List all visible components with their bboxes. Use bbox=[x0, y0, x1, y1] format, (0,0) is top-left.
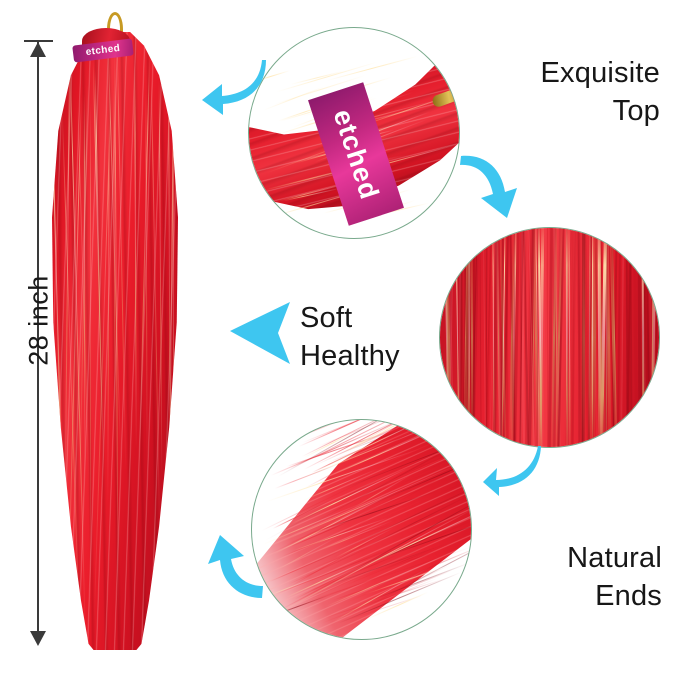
arrow-texture-to-ends-icon bbox=[483, 446, 541, 496]
feature-label-natural-line2: Ends bbox=[595, 579, 662, 612]
bundle-body bbox=[52, 32, 178, 650]
feature-label-soft-line1: Soft bbox=[300, 302, 353, 334]
feature-label-soft-healthy: Soft Healthy bbox=[300, 300, 490, 375]
ruler-arrow-down-icon bbox=[30, 631, 46, 646]
ruler-arrow-up-icon bbox=[30, 42, 46, 57]
feature-label-natural-line1: Natural bbox=[567, 542, 662, 574]
callout-circle-soft-healthy bbox=[439, 227, 660, 448]
circle-ends-hair bbox=[251, 419, 472, 640]
ruler-top-tick bbox=[24, 40, 53, 42]
arrow-top-to-texture-icon bbox=[460, 155, 517, 218]
feature-label-natural-ends: Natural Ends bbox=[492, 540, 662, 615]
arrow-soft-healthy-icon bbox=[230, 302, 290, 364]
hair-bundle-main: etched bbox=[52, 12, 178, 650]
callout-circle-exquisite-top: etched bbox=[248, 27, 460, 239]
circle-texture-base bbox=[440, 228, 659, 447]
feature-label-soft-line2: Healthy bbox=[300, 339, 400, 372]
feature-label-exquisite-line1: Exquisite bbox=[540, 57, 660, 89]
feature-label-exquisite-line2: Top bbox=[612, 94, 660, 127]
callout-circle-natural-ends bbox=[251, 419, 472, 640]
ruler-line bbox=[37, 42, 39, 644]
feature-label-exquisite-top: Exquisite Top bbox=[470, 55, 660, 130]
measurement-label: 28 inch bbox=[23, 275, 54, 366]
height-measurement-ruler: 28 inch bbox=[24, 20, 54, 648]
arrow-to-top-icon bbox=[202, 60, 266, 115]
bundle-brand-band-text: etched bbox=[85, 42, 121, 59]
arrow-to-natural-ends-icon bbox=[208, 535, 263, 598]
